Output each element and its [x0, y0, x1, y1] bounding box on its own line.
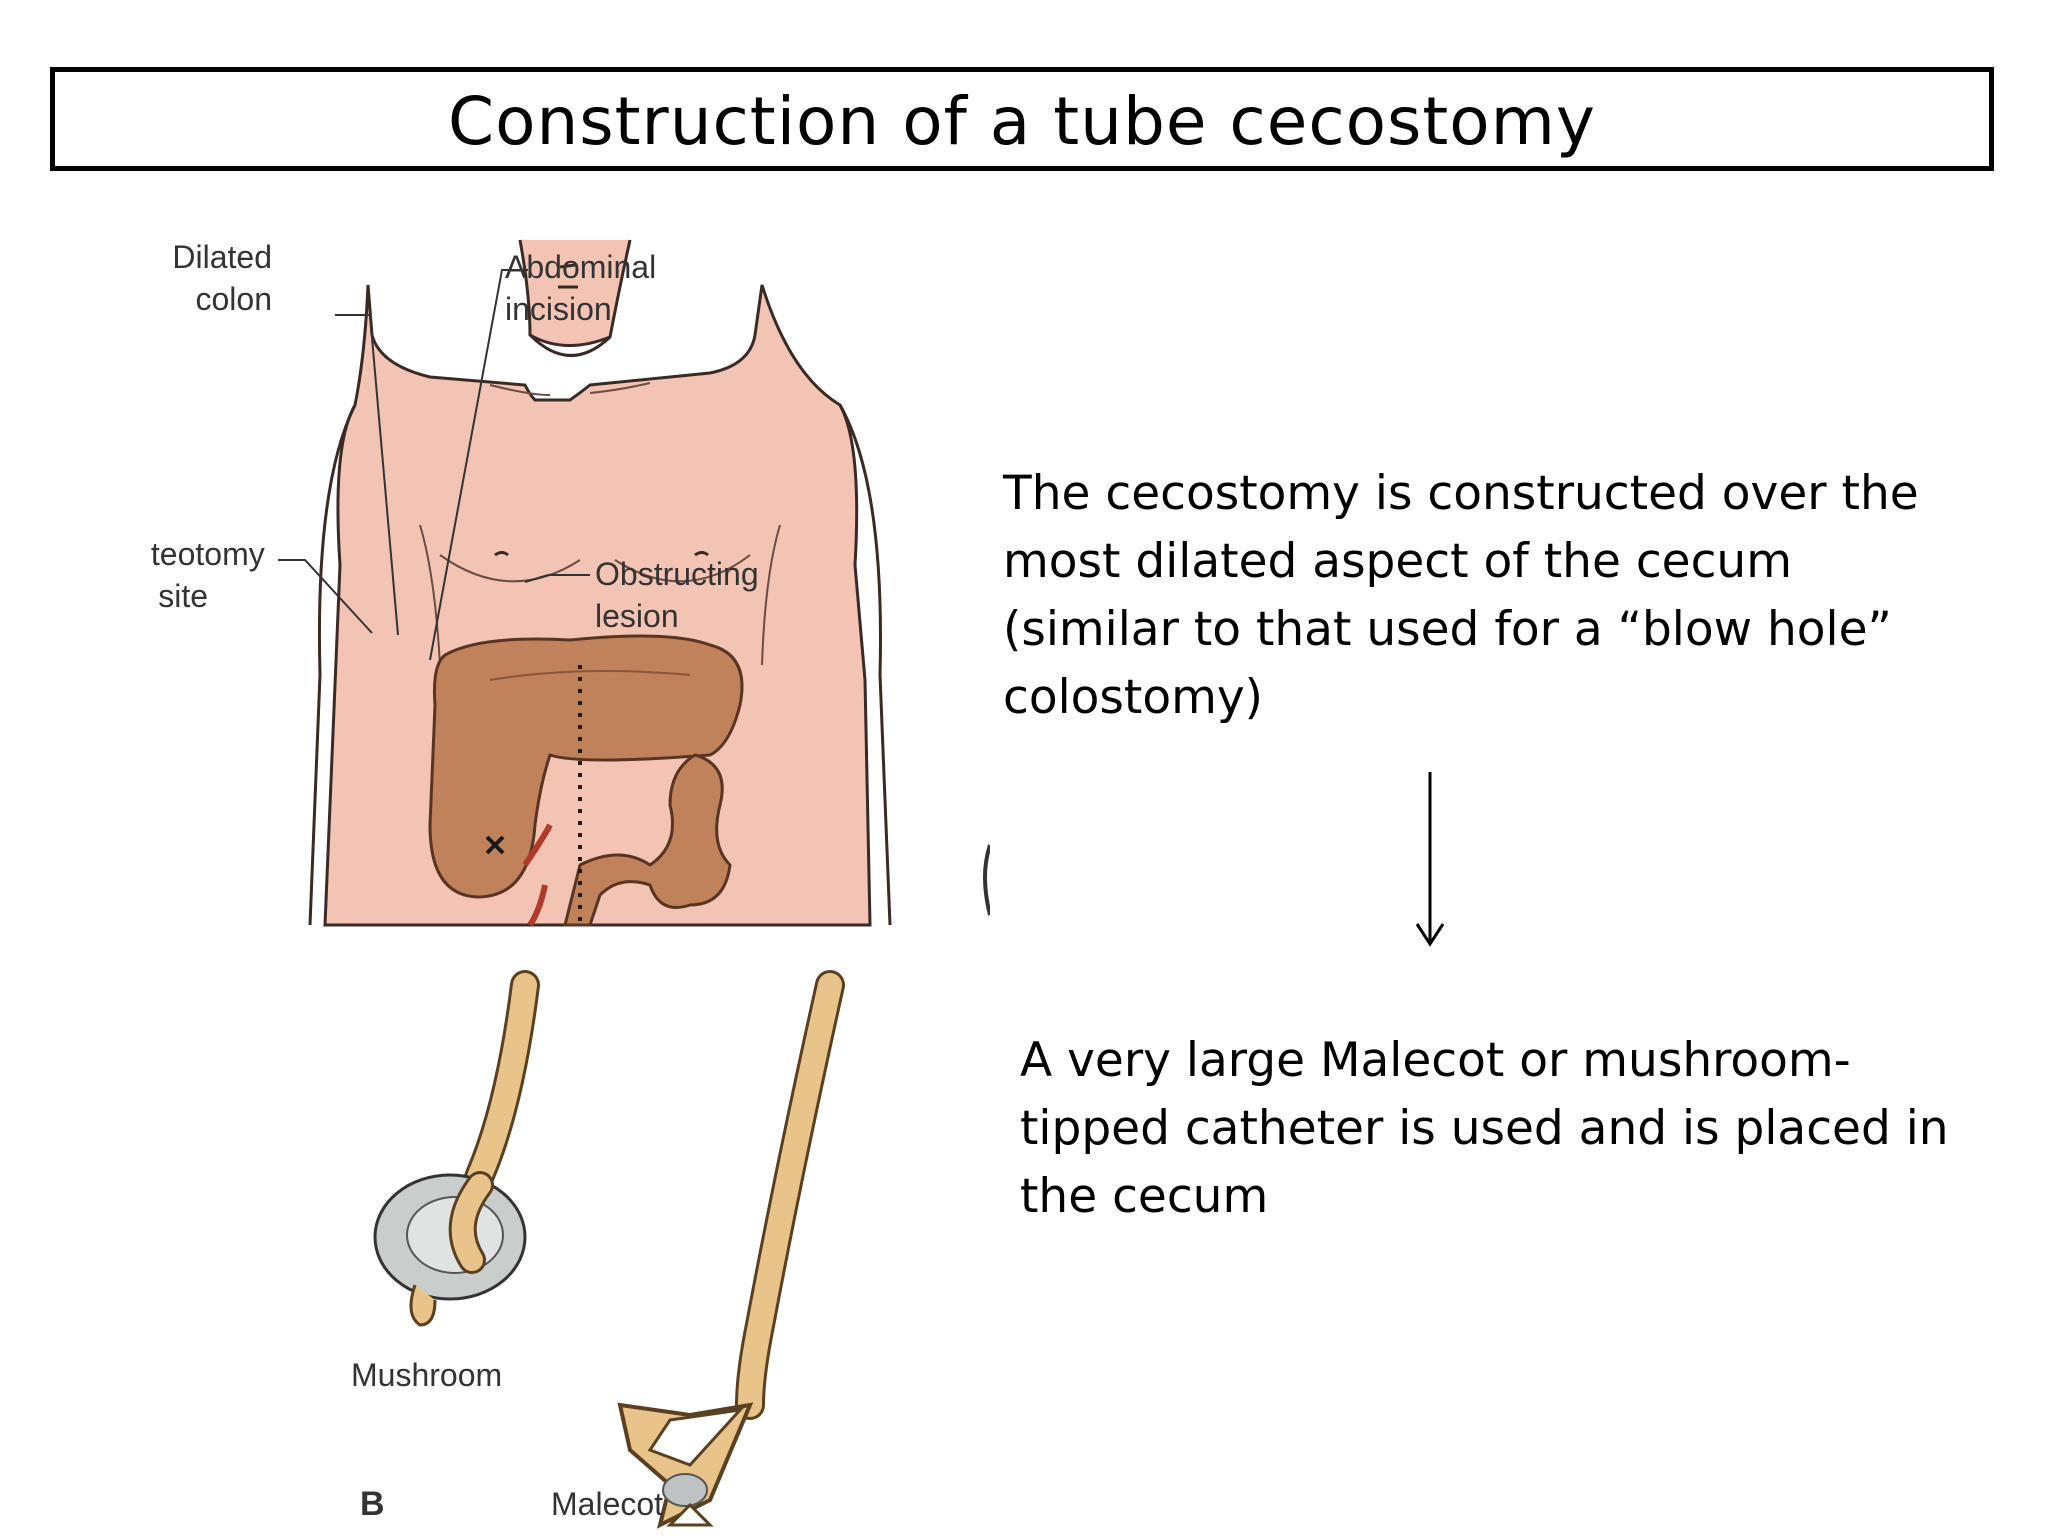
leader-lines [278, 269, 590, 661]
paragraph-cecostomy-construction: The cecostomy is constructed over the mo… [1003, 460, 1919, 732]
paragraph-2-line-1: A very large Malecot or mushroom- [1020, 1033, 1851, 1088]
cecostomy-illustration: Dilated colon Abdominal incision Osteoto… [150, 239, 990, 1529]
down-arrow-icon [1415, 772, 1445, 947]
label-mushroom: Mushroom [351, 1357, 502, 1393]
paragraph-1-line-2: most dilated aspect of the cecum [1003, 534, 1792, 589]
label-lesion: lesion [595, 598, 679, 634]
paragraph-1-line-4: colostomy) [1003, 670, 1264, 725]
label-abdominal: Abdominal [505, 249, 656, 285]
label-site: site [158, 578, 208, 614]
label-incision: incision [505, 291, 612, 327]
label-osteotomy: Osteotomy [150, 536, 265, 572]
label-colon: colon [196, 281, 273, 317]
paragraph-2-line-2: tipped catheter is used and is placed in [1020, 1101, 1949, 1156]
label-obstructing: Obstructing [595, 556, 759, 592]
label-b: B [360, 1485, 385, 1523]
paragraph-1-line-3: (similar to that used for a “blow hole” [1003, 602, 1892, 657]
paragraph-2-line-3: the cecum [1020, 1169, 1269, 1224]
label-malecot: Malecot [551, 1486, 663, 1522]
paragraph-1-line-1: The cecostomy is constructed over the [1003, 466, 1919, 521]
paragraph-catheter-usage: A very large Malecot or mushroom- tipped… [1020, 1027, 1949, 1231]
title-box: Construction of a tube cecostomy [50, 67, 1994, 171]
slide-title: Construction of a tube cecostomy [448, 83, 1596, 160]
catheters-drawing [373, 970, 845, 1529]
label-dilated: Dilated [172, 239, 272, 275]
dilated-colon-drawing [428, 634, 990, 927]
